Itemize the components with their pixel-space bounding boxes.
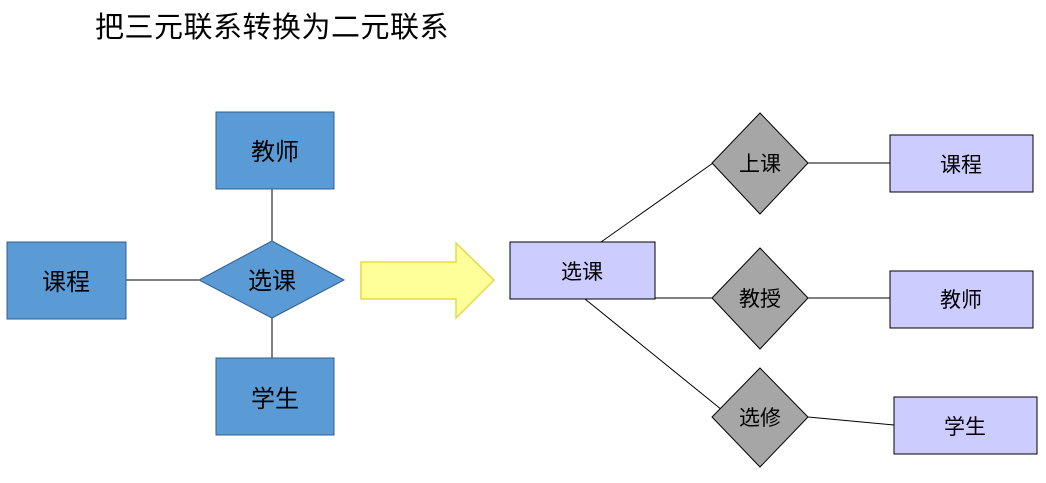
page-title: 把三元联系转换为二元联系 xyxy=(95,10,450,44)
entity-teacher-right: 教师 xyxy=(889,270,1034,329)
entity-course-right-label: 课程 xyxy=(940,153,982,177)
entity-teacher: 教师 xyxy=(215,111,335,190)
entity-student-right: 学生 xyxy=(893,396,1038,455)
left-connectors xyxy=(126,189,273,358)
entity-teacher-label: 教师 xyxy=(251,138,299,166)
entity-course-right: 课程 xyxy=(889,134,1034,193)
relationship-teach: 上课 xyxy=(711,112,809,215)
connector-to-study xyxy=(584,298,723,411)
relationship-study-label: 选修 xyxy=(739,406,781,430)
entity-course-label: 课程 xyxy=(42,268,90,296)
right-connectors xyxy=(584,162,895,426)
entity-select-course-label: 选课 xyxy=(561,260,603,284)
entity-teacher-right-label: 教师 xyxy=(940,288,982,312)
relationship-select-course: 选课 xyxy=(197,240,346,319)
connector-study-student xyxy=(807,416,895,426)
transform-arrow xyxy=(360,241,496,320)
entity-select-course: 选课 xyxy=(509,241,656,300)
connector-to-teach xyxy=(600,162,714,243)
entity-student-right-label: 学生 xyxy=(944,415,986,439)
relationship-select-course-label: 选课 xyxy=(248,267,296,295)
relationship-teach-label: 上课 xyxy=(739,152,781,176)
entity-course: 课程 xyxy=(6,241,127,320)
entity-student-label: 学生 xyxy=(251,385,299,413)
relationship-instruct-label: 教授 xyxy=(739,287,781,311)
relationship-instruct: 教授 xyxy=(711,247,809,350)
relationship-study: 选修 xyxy=(711,367,809,468)
entity-student: 学生 xyxy=(215,357,335,436)
